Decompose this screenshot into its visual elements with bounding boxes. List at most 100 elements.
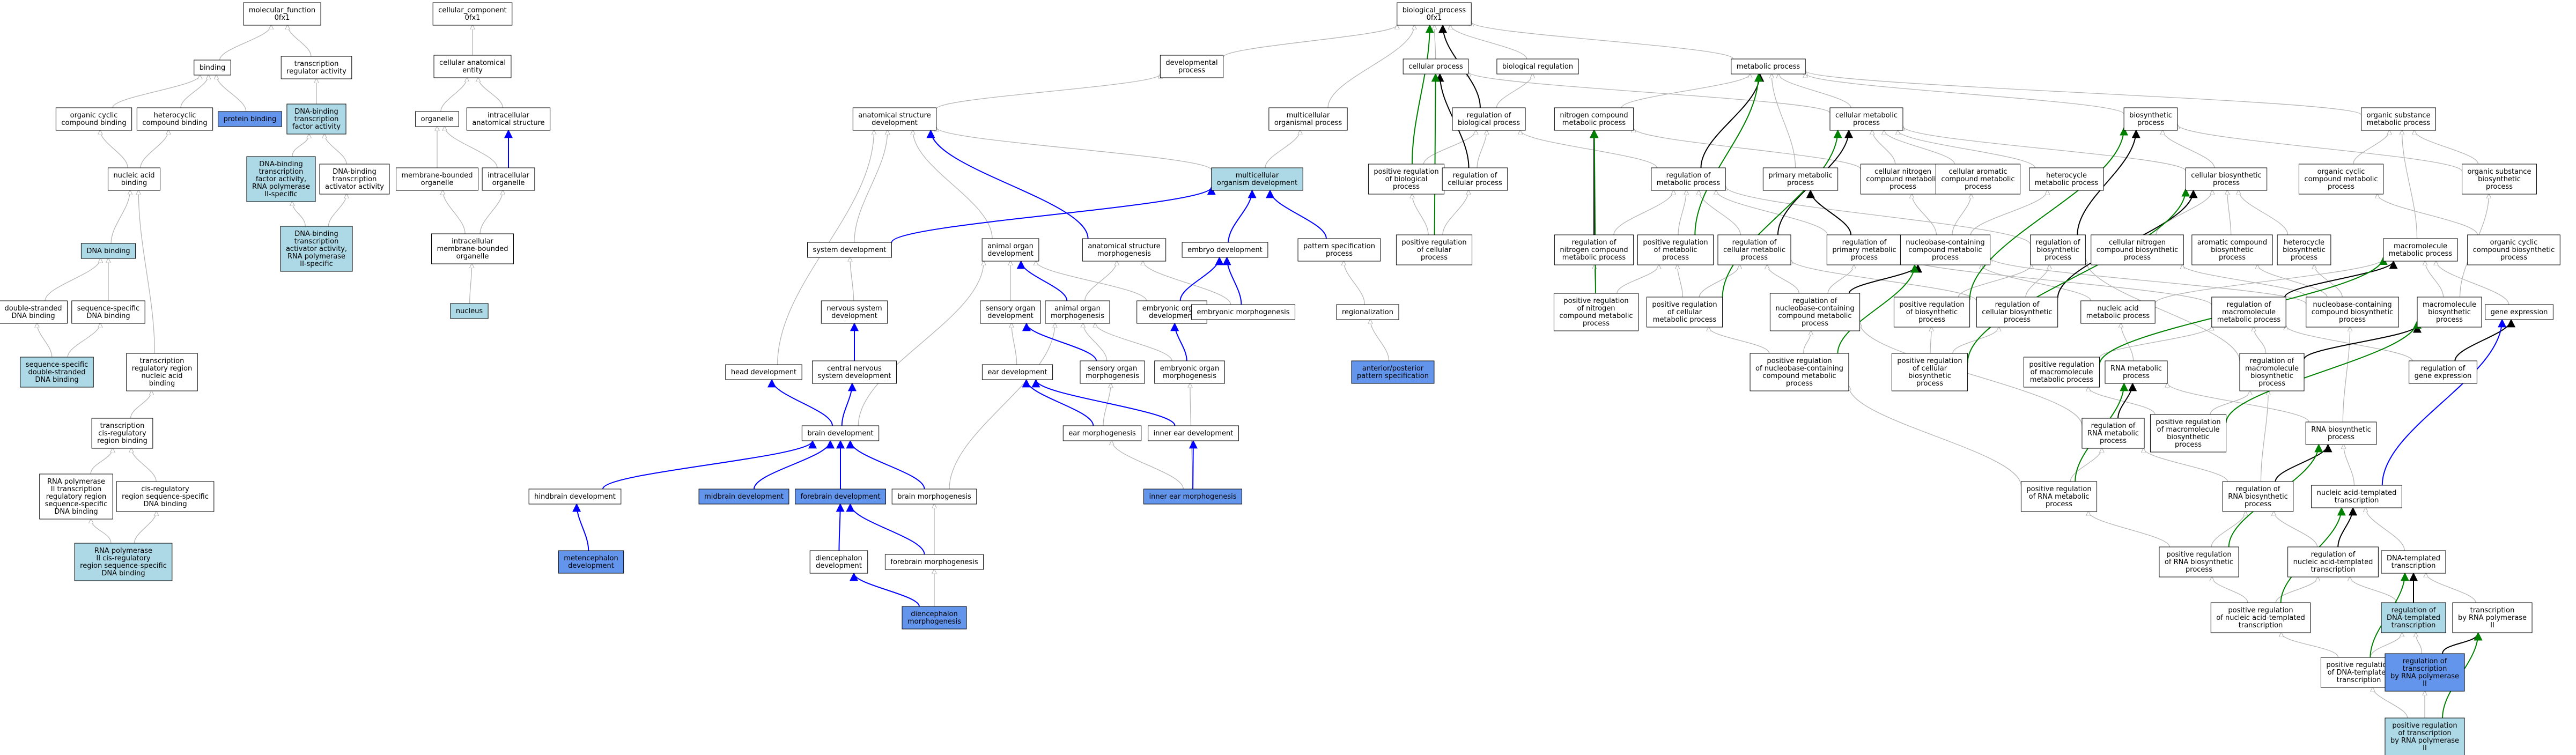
- go-term-node[interactable]: embryonic morphogenesis: [1191, 304, 1296, 320]
- go-term-node[interactable]: protein binding: [218, 111, 282, 127]
- go-term-node[interactable]: regulation ofmacromoleculebiosyntheticpr…: [2239, 353, 2305, 391]
- go-term-node[interactable]: biological regulation: [1496, 58, 1579, 75]
- go-term-node[interactable]: head development: [725, 364, 802, 380]
- go-term-node[interactable]: brain morphogenesis: [891, 488, 977, 505]
- go-term-node[interactable]: binding: [194, 60, 231, 76]
- go-term-node[interactable]: regulation ofnucleobase-containingcompou…: [1769, 293, 1861, 331]
- go-term-node[interactable]: inner ear development: [1148, 425, 1239, 441]
- go-term-node[interactable]: forebrain development: [795, 488, 886, 505]
- go-term-node[interactable]: cellular process: [1403, 58, 1469, 75]
- go-term-node[interactable]: brain development: [801, 425, 880, 441]
- go-term-node[interactable]: ear development: [981, 364, 1053, 380]
- go-term-node[interactable]: regionalization: [1336, 304, 1399, 320]
- go-term-node[interactable]: embryo development: [1182, 242, 1268, 258]
- go-term-node[interactable]: inner ear morphogenesis: [1143, 488, 1243, 505]
- go-term-node[interactable]: forebrain morphogenesis: [884, 554, 984, 570]
- go-term-node[interactable]: midbrain development: [698, 488, 789, 505]
- go-term-node[interactable]: ear morphogenesis: [1062, 425, 1142, 441]
- go-term-node[interactable]: nucleus: [450, 303, 489, 319]
- go-term-node[interactable]: organelle: [415, 111, 459, 127]
- go-term-node[interactable]: metabolic process: [1731, 58, 1806, 75]
